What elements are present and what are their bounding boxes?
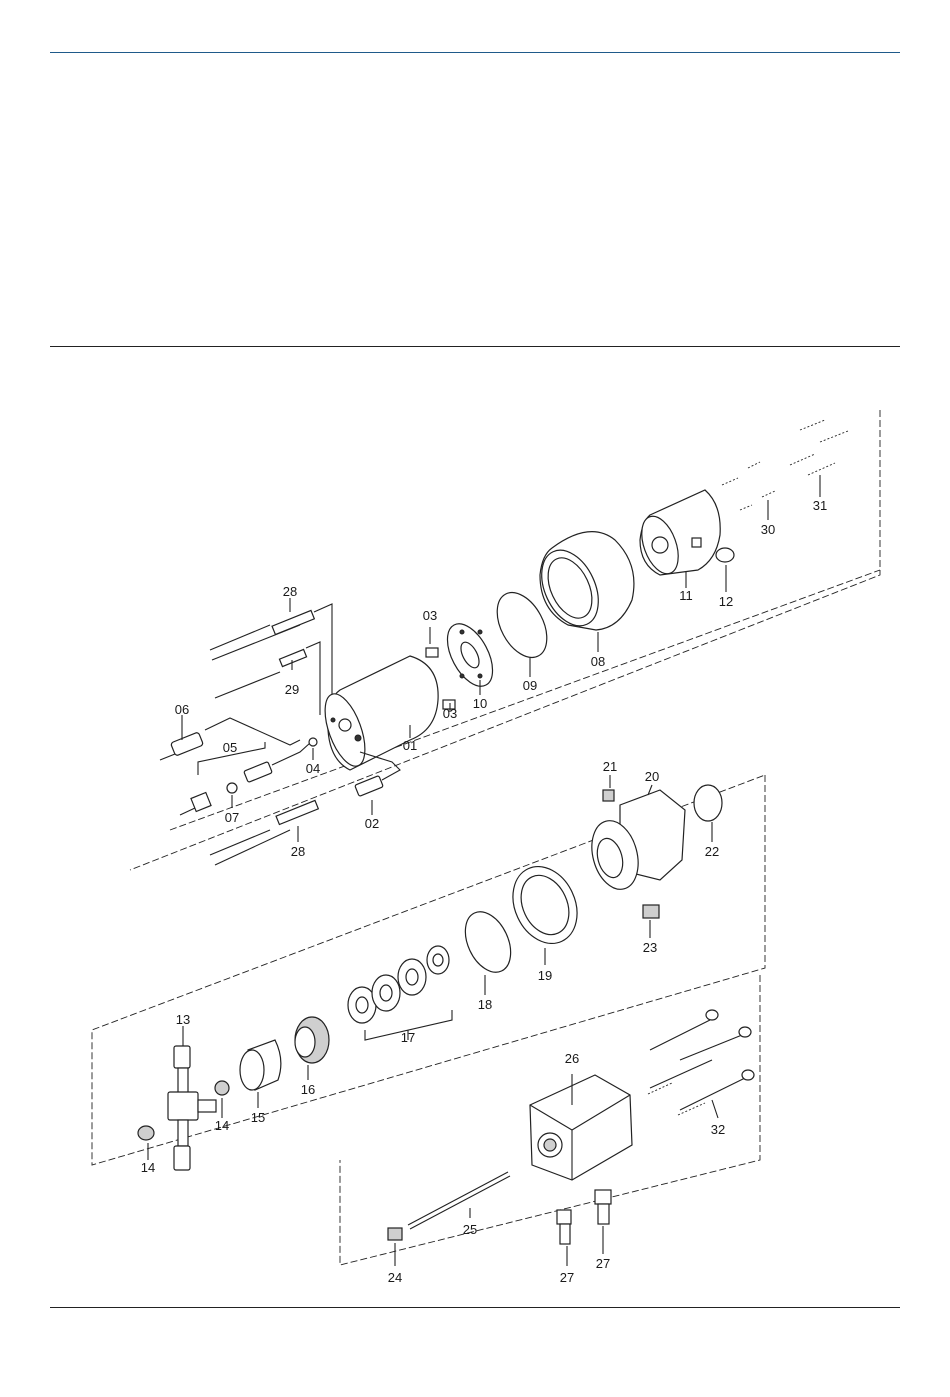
callout-12: 12 [719, 594, 733, 609]
head-part [635, 490, 721, 579]
cylinder-block-part [530, 1075, 632, 1180]
callout-03: 03 [443, 706, 457, 721]
washer-set-part [348, 946, 452, 1040]
callout-28: 28 [291, 844, 305, 859]
washer-part [309, 738, 317, 746]
callout-05: 05 [223, 740, 237, 755]
callout-19: 19 [538, 968, 552, 983]
callout-17: 17 [401, 1030, 415, 1045]
callout-21: 21 [603, 759, 617, 774]
nut-part [501, 856, 589, 954]
plug-part [138, 1126, 154, 1140]
callout-02: 02 [365, 816, 379, 831]
nut-part [388, 1228, 402, 1240]
callout-15: 15 [251, 1110, 265, 1125]
callout-04: 04 [306, 761, 320, 776]
retaining-ring-part [456, 905, 519, 980]
piston-part [240, 1040, 281, 1090]
assembly-boundary-lines [92, 410, 880, 1265]
callout-20: 20 [645, 769, 659, 784]
callout-30: 30 [761, 522, 775, 537]
callout-22: 22 [705, 844, 719, 859]
fitting-part [557, 1210, 571, 1244]
fitting-part [595, 1190, 611, 1224]
callout-03: 03 [423, 608, 437, 623]
fitting-part [180, 742, 310, 815]
motor-body-part [317, 656, 438, 771]
bushing-part [694, 785, 722, 821]
plug-part [215, 1081, 229, 1095]
callout-26: 26 [565, 1051, 579, 1066]
tee-fitting-part [168, 1046, 216, 1170]
callout-24: 24 [388, 1270, 402, 1285]
callout-31: 31 [813, 498, 827, 513]
sensor-wire-part [210, 604, 332, 705]
screw-set-part [722, 420, 848, 510]
plug-part [603, 790, 614, 801]
callout-09: 09 [523, 678, 537, 693]
callout-25: 25 [463, 1222, 477, 1237]
callout-01: 01 [403, 738, 417, 753]
flange-part [438, 617, 502, 694]
cap-part [716, 548, 734, 562]
callout-13: 13 [176, 1012, 190, 1027]
callout-08: 08 [591, 654, 605, 669]
callout-18: 18 [478, 997, 492, 1012]
callout-11: 11 [679, 588, 693, 603]
block-part [585, 790, 685, 895]
bolt-set-part [648, 1010, 754, 1115]
callout-06: 06 [175, 702, 189, 717]
rod-part [408, 1172, 510, 1229]
housing-part [530, 532, 634, 635]
gear-part [295, 1017, 329, 1063]
callout-14: 14 [215, 1118, 229, 1133]
callout-32: 32 [711, 1122, 725, 1137]
callout-16: 16 [301, 1082, 315, 1097]
screw-part [426, 648, 438, 657]
callout-10: 10 [473, 696, 487, 711]
callout-14: 14 [141, 1160, 155, 1175]
plug-part [643, 905, 659, 918]
callout-27: 27 [560, 1270, 574, 1285]
callout-27: 27 [596, 1256, 610, 1271]
callout-07: 07 [225, 810, 239, 825]
callout-23: 23 [643, 940, 657, 955]
callout-labels: 01 02 03 03 04 05 06 07 08 09 10 11 12 1… [141, 498, 827, 1285]
callout-28: 28 [283, 584, 297, 599]
callout-29: 29 [285, 682, 299, 697]
